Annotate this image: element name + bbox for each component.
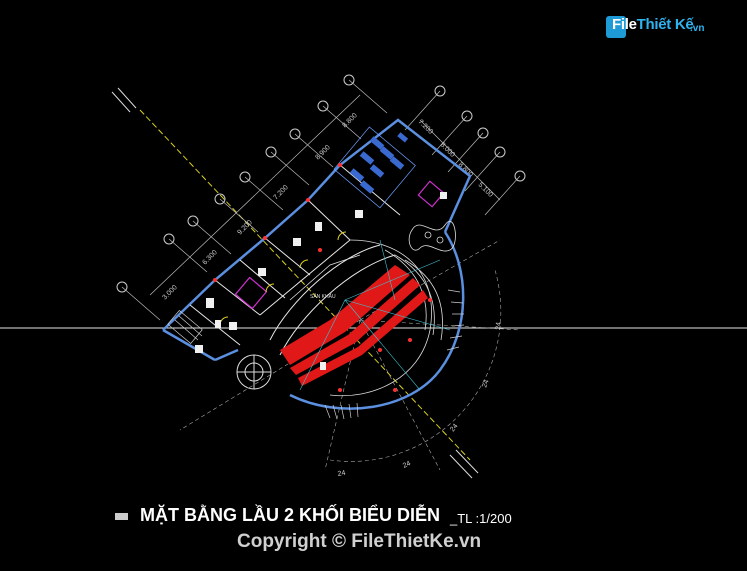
dim-label: 7.200 [417,118,434,135]
columns [213,163,432,392]
stage-area [289,254,361,301]
radial-dim-label: 24 [402,460,412,470]
logo-brand-suffix: .vn [690,23,705,34]
copyright-notice: Copyright © FileThietKe.vn [237,531,482,552]
curved-stair-right [446,289,465,351]
dim-label: 8.800 [341,112,358,129]
dimension-lines-right [404,90,521,216]
break-marker-top [111,87,137,113]
break-marker-bottom [449,449,479,479]
logo-brand-part2: Thiết Kế [636,16,694,33]
drawing-title-text: MẶT BẰNG LẦU 2 KHỐI BIỂU DIỄN [140,505,441,525]
auditorium-seating [280,265,428,386]
grid-axis-markers-left [116,74,355,293]
stage-label: SÂN KHẤU [310,293,336,300]
decorative-lobby-element [408,221,456,252]
dim-label: 8.800 [457,161,474,178]
main-axis-line [139,109,471,461]
dim-label: 5.100 [477,181,494,198]
left-stair [167,309,203,345]
furniture-blocks [195,192,447,370]
building-walls [162,118,472,410]
drawing-title: MẶT BẰNG LẦU 2 KHỐI BIỂU DIỄN [115,505,440,526]
dim-label: 6.300 [201,249,218,266]
logo-brand-text: FileThiết Kế [612,16,694,33]
magenta-rooms [234,180,445,310]
dim-label: 7.200 [272,184,289,201]
dim-label: 9.200 [236,219,253,236]
spiral-stair [236,354,272,390]
radial-dimension-labels: 24 24 24 24 24 [337,322,503,478]
auditorium-arcs [329,239,443,397]
sightlines [299,239,451,391]
title-bullet-icon [115,512,128,520]
logo-brand-part1: File [612,16,637,33]
dim-label: 8.000 [439,141,456,158]
radial-dim-label: 24 [449,423,459,434]
radial-dim-label: 24 [337,470,346,478]
door-swings [219,231,347,326]
grid-axis-markers-right [434,85,526,182]
radial-dim-label: 24 [481,379,490,389]
filethietke-logo: FileThiết Kế .vn [606,12,718,42]
restroom-cubicles [333,126,416,209]
curved-stair-bottom [324,402,359,420]
drawing-scale: _TL :1/200 [450,511,512,526]
logo-mark [606,16,626,38]
radial-dim-label: 24 [495,322,503,330]
restroom-block [349,132,409,194]
dim-label: 3.000 [161,284,178,301]
dimension-lines-left [121,79,388,321]
